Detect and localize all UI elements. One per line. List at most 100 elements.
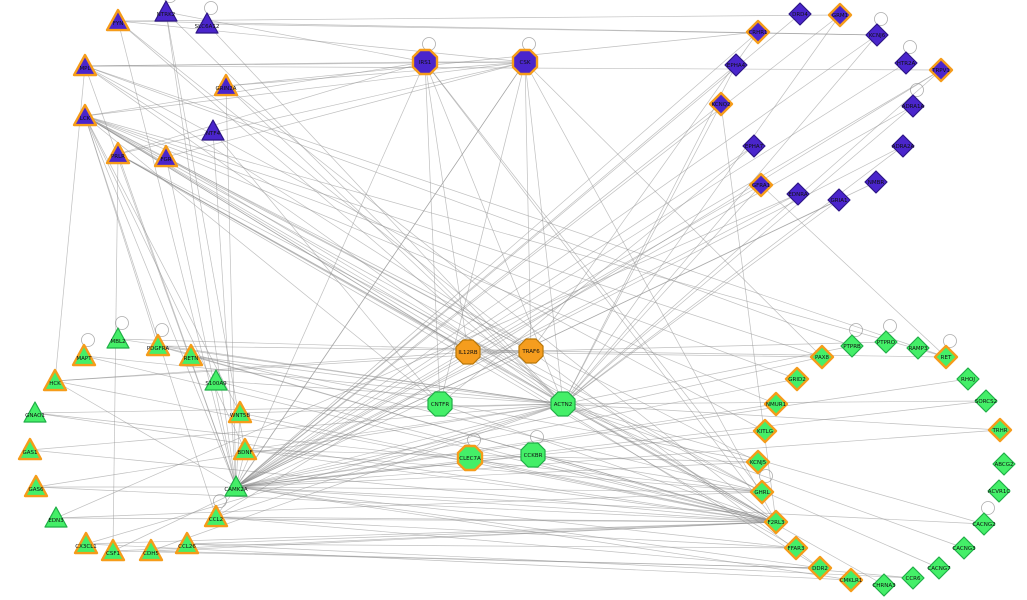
diamond-shape <box>763 391 789 417</box>
node-KCNJ6[interactable]: KCNJ6 <box>865 23 889 47</box>
node-TRPV1[interactable]: TRPV1 <box>928 57 954 83</box>
node-ABCG2[interactable]: ABCG2 <box>992 452 1016 476</box>
node-NTRK2[interactable]: NTRK2 <box>154 0 178 22</box>
node-KCNQ2[interactable]: KCNQ2 <box>708 91 734 117</box>
node-GFRA1[interactable]: GFRA1 <box>748 172 774 198</box>
triangle-shape <box>105 141 131 165</box>
edge-CNTFR-F2RL3 <box>439 403 777 523</box>
triangle-shape <box>138 538 164 562</box>
node-CLEC7A[interactable]: CLEC7A <box>456 444 484 472</box>
node-PDGFRA[interactable]: PDGFRA <box>145 333 171 357</box>
node-MPL[interactable]: MPL <box>72 53 98 77</box>
diamond-shape <box>987 417 1013 443</box>
node-KITLG[interactable]: KITLG <box>752 418 778 444</box>
edge-EDN3-F2RL3 <box>55 517 777 523</box>
self-loop-PTPRO <box>883 319 897 333</box>
node-EDN3[interactable]: EDN3 <box>44 506 68 528</box>
node-RET[interactable]: RET <box>933 344 959 370</box>
edge-FGR-CSK <box>165 61 526 158</box>
node-PRLR[interactable]: PRLR <box>105 141 131 165</box>
diamond-shape <box>807 555 833 581</box>
node-CSK[interactable]: CSK <box>511 48 539 76</box>
edge-FYN-GRM1 <box>117 14 841 22</box>
octagon-shape <box>520 442 546 468</box>
diamond-shape <box>933 344 959 370</box>
edge-CAMK2A-KCNJ5 <box>235 461 759 488</box>
triangle-shape <box>203 504 229 528</box>
diamond-shape <box>894 51 918 75</box>
node-GNAO1[interactable]: GNAO1 <box>23 401 47 423</box>
edge-PDGFRA-ACTN2 <box>157 345 564 405</box>
edge-GFRA1-RET <box>760 184 947 358</box>
edge-NTRK2-BDNF <box>165 11 246 451</box>
node-CCL26[interactable]: CCL26 <box>174 531 200 555</box>
node-CACNG3[interactable]: CACNG3 <box>952 536 976 560</box>
node-HCK[interactable]: HCK <box>42 368 68 392</box>
node-GHRL[interactable]: GHRL <box>749 479 775 505</box>
node-GRID2[interactable]: GRID2 <box>784 366 810 392</box>
node-TRHR[interactable]: TRHR <box>987 417 1013 443</box>
edge-IRS1-GHRL <box>424 61 763 493</box>
edge-CCL2-CCR6 <box>215 516 914 579</box>
node-MBL2[interactable]: MBL2 <box>106 327 130 349</box>
node-DRD4[interactable]: DRD4 <box>788 2 812 26</box>
edge-KCNQ2-F2RL3 <box>720 103 777 523</box>
node-NMBR[interactable]: NMBR <box>864 170 888 194</box>
edge-FGR-TRAF6 <box>165 156 532 352</box>
edge-FYN-CAMK2A <box>117 20 237 488</box>
node-CCKBR[interactable]: CCKBR <box>520 442 546 468</box>
triangle-shape <box>100 538 126 562</box>
self-loop-RET <box>943 334 957 348</box>
node-EPHA4[interactable]: EPHA4 <box>724 53 748 77</box>
node-CNTFR[interactable]: CNTFR <box>427 391 453 417</box>
node-CX3CL1[interactable]: CX3CL1 <box>73 531 99 555</box>
edge-CCKBR-GHRL <box>532 454 763 493</box>
edge-KCNJ6-ACTN2 <box>562 34 878 405</box>
node-NMUR1[interactable]: NMUR1 <box>763 391 789 417</box>
node-ADRA2A[interactable]: ADRA2A <box>891 134 915 158</box>
node-ACVR1C[interactable]: ACVR1C <box>987 479 1011 503</box>
edge-CAMK2A-TRHR <box>235 429 1001 488</box>
node-DDR2[interactable]: DDR2 <box>807 555 833 581</box>
node-CRHR1[interactable]: CRHR1 <box>745 19 771 45</box>
node-RAMP3[interactable]: RAMP3 <box>906 336 930 360</box>
octagon-shape <box>411 48 439 76</box>
edge-ADRA1A-ACTN2 <box>562 105 914 405</box>
node-FYN[interactable]: FYN <box>105 8 131 32</box>
node-EDNRA[interactable]: EDNRA <box>786 182 810 206</box>
node-IRS1[interactable]: IRS1 <box>411 48 439 76</box>
node-RETN[interactable]: RETN <box>178 343 204 367</box>
node-IL12RB[interactable]: IL12RB <box>455 339 481 365</box>
edge-PRLR-CSK <box>117 61 526 155</box>
edge-CSF1-TRAF6 <box>112 350 532 552</box>
node-ACTN2[interactable]: ACTN2 <box>550 391 576 417</box>
edge-CCL26-CCR6 <box>186 543 914 579</box>
node-GRIA1[interactable]: GRIA1 <box>827 188 851 212</box>
edge-FYN-CSK <box>117 20 526 63</box>
triangle-shape <box>213 73 239 97</box>
node-PTPRB[interactable]: PTPRB <box>840 334 864 358</box>
node-GRM1[interactable]: GRM1 <box>827 2 853 28</box>
self-loop-MBL2 <box>115 316 129 330</box>
node-CCL2[interactable]: CCL2 <box>203 504 229 528</box>
node-RHOJ[interactable]: RHOJ <box>956 367 980 391</box>
node-CMKLR1[interactable]: CMKLR1 <box>838 567 864 593</box>
node-SORCS2[interactable]: SORCS2 <box>974 389 998 413</box>
edge-LCK-NMUR1 <box>84 115 777 405</box>
node-CACNG7[interactable]: CACNG7 <box>927 556 951 580</box>
node-HTR2A[interactable]: HTR2A <box>894 51 918 75</box>
edge-GRM1-ACTN2 <box>562 14 841 405</box>
self-loop-SLC6A12 <box>204 1 218 15</box>
node-EPHA7[interactable]: EPHA7 <box>742 134 766 158</box>
edge-FGR-CAMK2A <box>165 156 237 488</box>
node-WNT5B[interactable]: WNT5B <box>227 400 253 424</box>
node-MAPT[interactable]: MAPT <box>71 343 97 367</box>
edge-LCK-CAMK2A <box>84 115 237 488</box>
node-CCR6[interactable]: CCR6 <box>901 566 925 590</box>
node-CACNG2[interactable]: CACNG2 <box>972 512 996 536</box>
edge-ACTN2-CACNG7 <box>562 403 940 569</box>
node-ADRA1A[interactable]: ADRA1A <box>901 94 925 118</box>
node-TRAF6[interactable]: TRAF6 <box>518 338 544 364</box>
